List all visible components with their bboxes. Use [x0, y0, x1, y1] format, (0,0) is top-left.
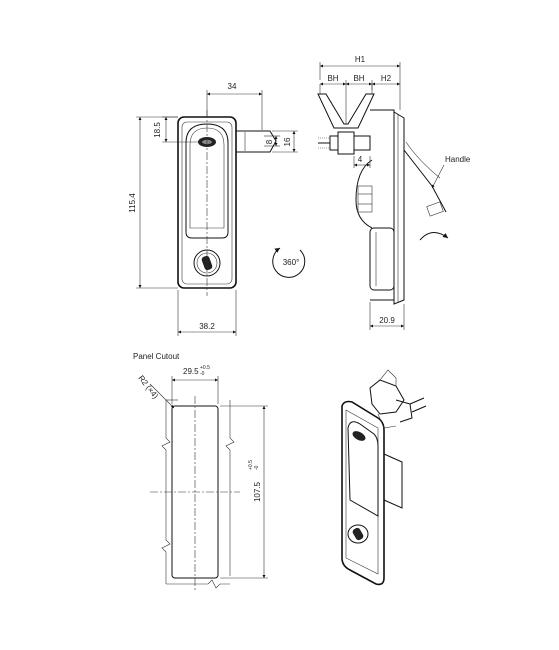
rotation-label: 360° — [283, 258, 300, 267]
cam-bracket — [317, 93, 375, 129]
isometric-view — [341, 369, 427, 586]
dim-4: 4 — [358, 155, 363, 164]
handle-outline — [185, 123, 229, 239]
dim-115-4: 115.4 — [128, 193, 137, 213]
dim-cutout-height-tol: +0.5 — [248, 460, 254, 470]
handle-label: Handle — [445, 155, 471, 164]
iso-body — [341, 400, 385, 586]
panel-cutout-view: Panel Cutout 29.5 +0.5 -0 107.5 +0.5 -0 … — [133, 352, 268, 592]
dim-20-9: 20.9 — [379, 316, 395, 325]
dim-38-2: 38.2 — [199, 322, 215, 331]
front-view: 34 18.5 8 16 115.4 38.2 — [128, 82, 298, 336]
dim-cutout-height: 107.5 — [253, 481, 262, 502]
dim-16: 16 — [283, 137, 292, 146]
dim-radius: R2 (×4) — [136, 374, 160, 401]
dim-cutout-width: 29.5 — [183, 367, 199, 376]
dim-34: 34 — [228, 82, 237, 91]
dim-h1: H1 — [355, 55, 366, 64]
dim-cutout-width-tol: +0.5 — [200, 365, 210, 371]
dim-cutout-width-tol-low: -0 — [200, 371, 205, 377]
iso-mechanism — [369, 379, 405, 415]
cylinder-side — [369, 227, 395, 291]
dim-bh-right: BH — [353, 74, 364, 83]
rotation-360-symbol: 360° — [272, 247, 306, 278]
dim-h2: H2 — [381, 74, 392, 83]
dim-cutout-height-tol-low: -0 — [254, 465, 260, 470]
dim-bh-left: BH — [327, 74, 338, 83]
dim-18-5: 18.5 — [153, 122, 162, 138]
side-view: Handle H1 BH BH H2 4 20.9 — [317, 55, 471, 330]
panel-plate — [393, 111, 405, 305]
keyhole — [201, 255, 213, 271]
iso-lock — [347, 524, 369, 544]
iso-handle — [347, 421, 379, 517]
panel-cutout-title: Panel Cutout — [133, 352, 180, 361]
dim-8: 8 — [265, 139, 274, 144]
swing-arrow — [419, 232, 449, 241]
